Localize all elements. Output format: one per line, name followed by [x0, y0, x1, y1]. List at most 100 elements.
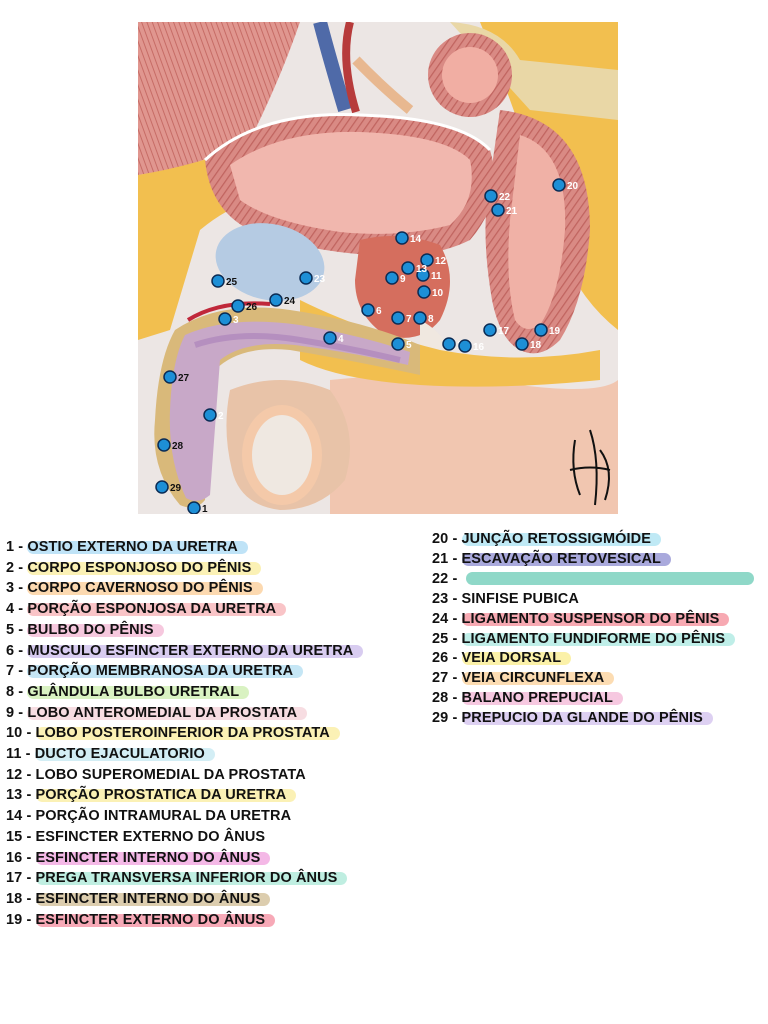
legend-item: 8 - GLÂNDULA BULBO URETRAL	[6, 683, 250, 701]
marker-17: 17	[483, 323, 510, 337]
legend-item: 1 - OSTIO EXTERNO DA URETRA	[6, 538, 248, 556]
marker-label: 13	[416, 264, 428, 275]
legend-number: 4 -	[6, 601, 28, 618]
marker-dot	[491, 203, 505, 217]
marker-13: 13	[401, 261, 428, 275]
marker-label: 10	[432, 288, 444, 299]
legend-text: ESFINCTER INTERNO DO ÂNUS	[35, 890, 261, 907]
marker-dot	[395, 231, 409, 245]
legend-item: 19 - ESFINCTER EXTERNO DO ÂNUS	[6, 911, 276, 929]
highlight-bar	[35, 872, 348, 886]
legend-text: SINFISE PUBICA	[461, 590, 579, 607]
marker-label: 29	[170, 483, 182, 494]
marker-21: 21	[491, 203, 518, 217]
marker-label: 27	[178, 373, 190, 384]
marker-label: 16	[473, 342, 485, 353]
legend-text: MUSCULO ESFINCTER EXTERNO DA URETRA	[27, 642, 354, 659]
highlight-bar	[27, 623, 164, 637]
marker-dot	[231, 299, 245, 313]
legend-number: 26 -	[432, 650, 462, 667]
marker-label: 14	[410, 234, 422, 245]
marker-label: 4	[338, 334, 344, 345]
marker-18: 18	[515, 337, 542, 351]
highlight-bar	[27, 582, 263, 596]
legend-item: 2 - CORPO ESPONJOSO DO PÊNIS	[6, 559, 262, 577]
marker-label: 9	[400, 274, 406, 285]
highlight-bar	[35, 727, 340, 741]
marker-dot	[442, 337, 456, 351]
legend-number: 24 -	[432, 610, 462, 627]
marker-dot	[187, 501, 201, 514]
marker-dot	[323, 331, 337, 345]
highlight-bar	[35, 913, 276, 927]
legend-text: LOBO ANTEROMEDIAL DA PROSTATA	[27, 704, 298, 721]
highlight-bar	[27, 685, 250, 699]
marker-27: 27	[163, 370, 190, 384]
marker-9: 9	[385, 271, 406, 285]
legend-number: 27 -	[432, 670, 462, 687]
legend-text: LOBO POSTEROINFERIOR DA PROSTATA	[35, 725, 330, 742]
marker-19: 19	[534, 323, 561, 337]
marker-dot	[417, 285, 431, 299]
empty-answer-bar	[465, 572, 754, 586]
marker-label: 12	[435, 256, 447, 267]
marker-dot	[361, 303, 375, 317]
marker-4: 4	[323, 331, 344, 345]
legend-number: 19 -	[6, 911, 36, 928]
legend-item: 14 - PORÇÃO INTRAMURAL DA URETRA	[6, 807, 301, 825]
marker-dot	[211, 274, 225, 288]
marker-dot	[385, 271, 399, 285]
legend-item: 11 - DUCTO EJACULATORIO	[6, 745, 215, 763]
legend-number: 5 -	[6, 621, 28, 638]
legend-number: 1 -	[6, 539, 28, 555]
legend-number: 22 -	[432, 570, 462, 587]
legend-number: 3 -	[6, 580, 28, 597]
marker-dot	[163, 370, 177, 384]
legend-item: 15 - ESFINCTER EXTERNO DO ÂNUS	[6, 828, 275, 846]
legend-item: 24 - LIGAMENTO SUSPENSOR DO PÊNIS	[432, 610, 730, 628]
legend-text: JUNÇÃO RETOSSIGMÓIDE	[461, 531, 651, 547]
marker-dot	[391, 337, 405, 351]
legend-item: 4 - PORÇÃO ESPONJOSA DA URETRA	[6, 600, 287, 618]
marker-dot	[218, 312, 232, 326]
marker-label: 18	[530, 340, 542, 351]
highlight-bar	[461, 652, 572, 666]
marker-7: 7	[391, 311, 412, 325]
legend-number: 16 -	[6, 849, 36, 866]
marker-6: 6	[361, 303, 382, 317]
marker-dot	[401, 261, 415, 275]
marker-label: 28	[172, 441, 184, 452]
marker-dot	[203, 408, 217, 422]
legend-text: LIGAMENTO FUNDIFORME DO PÊNIS	[461, 630, 726, 647]
legend-text: BULBO DO PÊNIS	[27, 621, 154, 638]
legend-number: 23 -	[432, 590, 462, 607]
marker-dot	[484, 189, 498, 203]
legend-item: 16 - ESFINCTER INTERNO DO ÂNUS	[6, 849, 271, 867]
legend-item: 3 - CORPO CAVERNOSO DO PÊNIS	[6, 579, 263, 597]
legend-item: 22 -	[432, 570, 754, 588]
marker-label: 5	[406, 340, 412, 351]
highlight-bar	[461, 712, 713, 726]
legend-item: 29 - PREPUCIO DA GLANDE DO PÊNIS	[432, 709, 713, 727]
marker-23: 23	[299, 271, 326, 285]
legend-number: 21 -	[432, 550, 462, 567]
legend-text: ESFINCTER EXTERNO DO ÂNUS	[35, 911, 266, 928]
legend-number: 29 -	[432, 710, 462, 727]
legend-number: 25 -	[432, 630, 462, 647]
legend-number: 8 -	[6, 683, 28, 700]
marker-label: 23	[314, 274, 326, 285]
marker-label: 19	[549, 326, 561, 337]
marker-dot	[391, 311, 405, 325]
marker-label: 3	[233, 315, 239, 326]
marker-11: 11	[416, 268, 442, 282]
legend-number: 9 -	[6, 704, 28, 721]
marker-label: 22	[499, 192, 511, 203]
marker-14: 14	[395, 231, 422, 245]
highlight-bar	[27, 706, 308, 720]
highlight-bar	[461, 552, 672, 566]
legend-text: PREPUCIO DA GLANDE DO PÊNIS	[461, 710, 703, 727]
marker-label: 8	[428, 314, 434, 325]
legend-item: 27 - VEIA CIRCUNFLEXA	[432, 669, 615, 687]
marker-8: 8	[413, 311, 434, 325]
legend-number: 18 -	[6, 890, 36, 907]
